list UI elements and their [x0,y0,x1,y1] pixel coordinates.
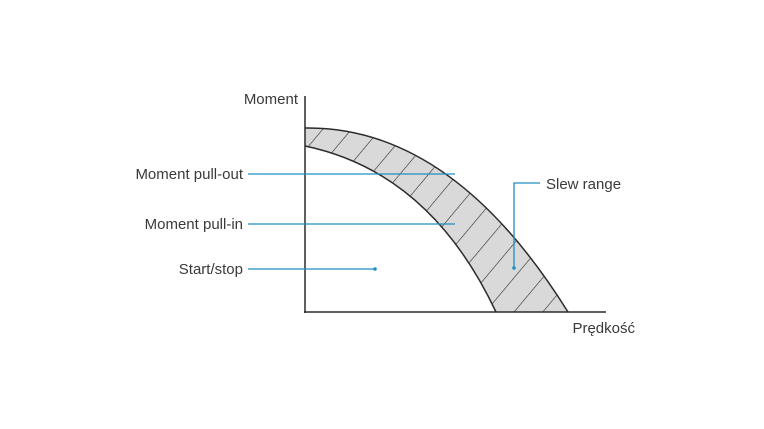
slew-range-label: Slew range [546,176,621,193]
slew-range-point [512,266,516,270]
slew-range-leader [513,182,540,268]
y-axis-label: Moment [244,91,299,108]
x-axis-label: Prędkość [572,320,635,337]
pull-out-label: Moment pull-out [135,166,243,183]
pull-in-label: Moment pull-in [145,216,243,233]
pull-out-curve [304,127,569,313]
start-stop-point [373,267,377,271]
start-stop-label: Start/stop [179,261,243,278]
pull-in-curve [304,145,497,313]
slew-range-hatching [305,127,568,312]
